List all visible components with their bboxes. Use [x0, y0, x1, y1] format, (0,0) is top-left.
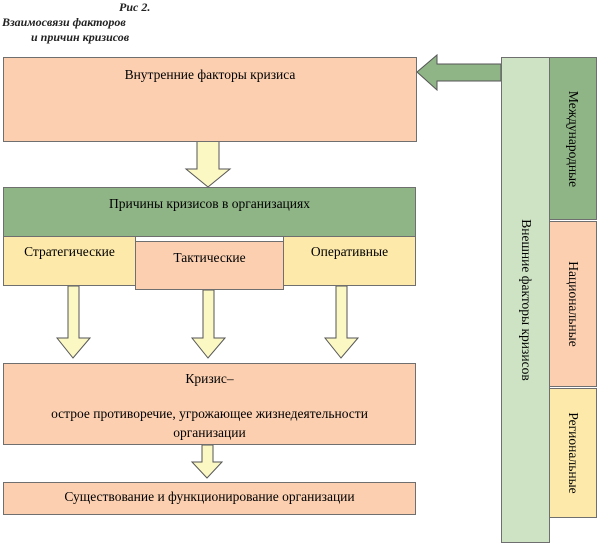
crisis-definition: острое противоречие, угрожающее жизнедея… — [51, 406, 368, 440]
causes-header-box: Причины кризисов в организациях — [3, 187, 416, 237]
regional-factors-box: Региональные — [549, 388, 597, 518]
crisis-title: Кризис– — [185, 371, 234, 386]
arrow-operational-to-crisis — [323, 285, 360, 359]
arrow-tactical-to-crisis — [190, 289, 227, 359]
internal-factors-box: Внутренние факторы кризиса — [3, 57, 417, 142]
international-factors-box: Международные — [549, 57, 597, 220]
regional-factors-label: Региональные — [566, 412, 581, 494]
arrow-strategic-to-crisis — [55, 285, 92, 359]
caption-title-line2: и причин кризисов — [31, 30, 130, 44]
figure-caption: Рис 2. Взаимосвязи факторов и причин кри… — [2, 0, 150, 45]
operational-causes-box: Оперативные — [283, 236, 416, 286]
international-factors-label: Международные — [566, 90, 581, 187]
external-factors-label: Внешние факторы кризисов — [518, 219, 534, 381]
existence-label: Существование и функционирование организ… — [64, 489, 355, 504]
operational-causes-label: Оперативные — [310, 244, 389, 259]
existence-box: Существование и функционирование организ… — [3, 482, 416, 515]
arrow-external-to-internal — [416, 53, 502, 92]
internal-factors-label: Внутренние факторы кризиса — [124, 67, 296, 82]
caption-title-line1: Взаимосвязи факторов — [2, 15, 126, 29]
national-factors-box: Национальные — [549, 221, 597, 387]
external-factors-box: Внешние факторы кризисов — [501, 57, 550, 543]
strategic-causes-box: Стратегические — [3, 236, 136, 286]
causes-header-label: Причины кризисов в организациях — [109, 196, 310, 211]
caption-figure-number: Рис 2. — [119, 0, 151, 14]
strategic-causes-label: Стратегические — [24, 244, 115, 259]
crisis-box: Кризис– острое противоречие, угрожающее … — [3, 363, 416, 445]
tactical-causes-label: Тактические — [173, 250, 246, 265]
national-factors-label: Национальные — [566, 261, 581, 347]
tactical-causes-box: Тактические — [135, 241, 284, 290]
arrow-crisis-to-existence — [190, 444, 224, 479]
arrow-internal-to-causes — [184, 140, 232, 188]
